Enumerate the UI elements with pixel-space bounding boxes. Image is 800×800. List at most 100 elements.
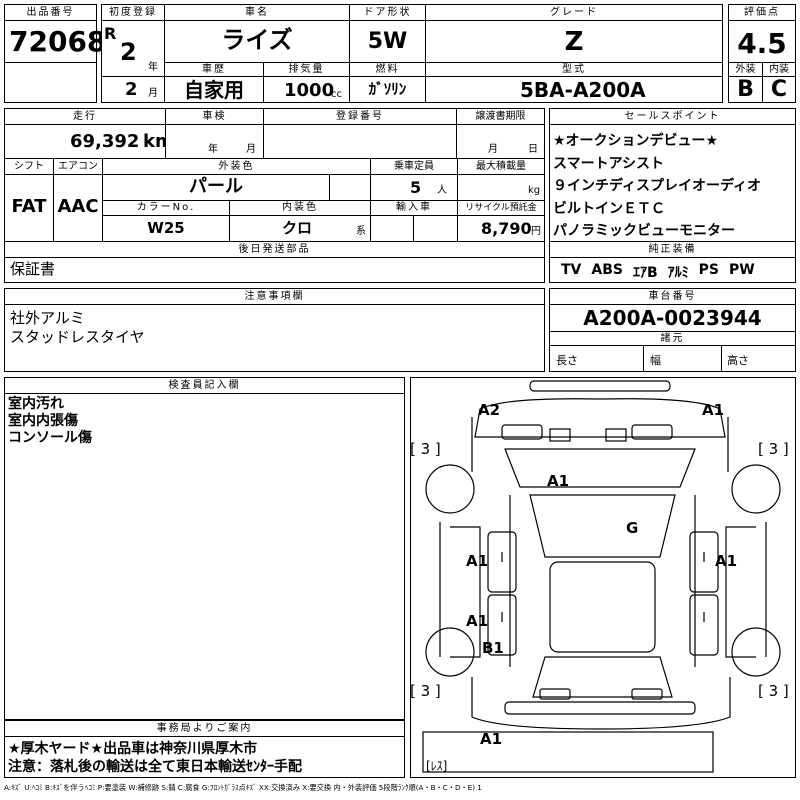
wheel-rr-shape [731,627,781,677]
first-reg-month-line [101,76,165,77]
spare-tire-shape [422,731,714,773]
model-label: 型式 [425,62,723,77]
length-label: 長さ [556,354,578,367]
first-reg-month: 2 [125,79,138,100]
mark-roof: G [626,519,638,537]
int-color-box [229,215,371,242]
ext-label: 外装 [728,62,763,77]
chassis-number: A200A-0023944 [583,306,762,330]
rear-bumper-shape [504,701,696,715]
ext-color-label: 外装色 [102,158,371,175]
sales-point-item: スマートアシスト [553,155,665,172]
ac: AAC [57,196,99,217]
lot-no-label: 出品番号 [4,4,97,21]
specs-label: 諸元 [549,331,796,346]
mileage-box [4,124,166,159]
inspection-month-unit: 月 [246,144,256,155]
lot-no-empty-box [4,62,97,103]
displacement-unit: cc [331,89,342,100]
tire-fl: [ 3 ] [410,440,441,458]
score-box [728,20,796,63]
note-line: 社外アルミ [10,309,85,327]
front-body-outline [474,398,726,438]
width-box [643,345,722,372]
grille-left-shape [549,428,571,442]
left-side-outline [439,522,481,658]
inspector-line: 室内内張傷 [8,413,78,429]
mark-left-front-door: A1 [466,552,488,570]
office-box [4,736,405,778]
office-line: ★厚木ヤード★出品車は神奈川県厚木市 [8,741,258,757]
model: 5BA-A200A [520,78,646,102]
office-label: 事務局よりご案内 [4,720,405,737]
ext-color: パール [189,176,243,197]
later-parts-label: 後日発送部品 [4,241,545,258]
transfer-label: 譲渡書期限 [456,108,545,125]
recycle-label: リサイクル預託金 [457,200,545,216]
history: 自家用 [184,78,244,102]
first-reg-month-unit: 月 [148,88,158,99]
fuel-label: 燃料 [349,62,426,77]
taillight-right-shape [631,688,663,700]
equipment-label: 純正装備 [549,241,796,258]
sales-point-item: ★オークションデビュー★ [553,133,719,149]
inspector-list: 室内汚れ 室内内張傷 コンソール傷 [8,396,92,447]
inspector-label: 検査員記入欄 [4,377,405,394]
int-grade: C [770,77,788,102]
sales-points-box [549,124,796,242]
mark-left-rear-door: A1 [466,612,488,630]
roof-shape [549,561,656,653]
chassis-label: 車台番号 [549,288,796,305]
front-bumper-shape [529,380,671,392]
taillight-left-shape [539,688,571,700]
equipment-item: TV [561,262,582,278]
later-parts: 保証書 [10,260,56,278]
wheel-fl-shape [425,464,475,514]
fuel: ｶﾞｿﾘﾝ [368,80,407,98]
car-diagram-frame [410,377,796,778]
reg-no-box [263,124,457,159]
grade: Z [564,27,584,57]
recycle: 8,790 [481,219,532,238]
inspector-line: 室内汚れ [8,396,64,412]
sales-point-item: ９インチディスプレイオーディオ [553,178,762,194]
int-label: 内装 [762,62,796,77]
width-label: 幅 [650,354,661,367]
mark-front-left: A2 [478,401,500,419]
equipment-item: PS [698,262,719,278]
load-label: 最大積載量 [457,158,545,175]
tire-rl: [ 3 ] [410,682,441,700]
right-front-door-shape [689,531,719,593]
capacity-unit: 人 [437,185,447,196]
capacity: 5 [410,178,422,197]
equipment-item: ｱﾙﾐ [667,265,689,281]
transfer-day-unit: 日 [528,144,538,155]
color-no-label: カラーNo. [102,200,230,216]
sales-point-item: パノラミックビューモニター [553,223,735,239]
equipment-item: ABS [591,262,623,278]
notes-label: 注意事項欄 [4,288,545,305]
notes-list: 社外アルミ スタッドレスタイヤ [10,309,145,347]
int-color-unit: 系 [356,226,366,237]
length-box [549,345,644,372]
hood-shape [504,448,696,488]
score: 4.5 [737,27,787,60]
car-diagram: A2 A1 A1 G A1 A1 A1 B1 A1 [ 3 ] [ 3 ] [ … [410,380,789,773]
headlight-right-shape [631,424,673,440]
recycle-box [457,215,545,242]
int-color: クロ [282,219,313,237]
mark-front-right: A1 [702,401,724,419]
office-list: ★厚木ヤード★出品車は神奈川県厚木市 注意：落札後の輸送は全て東日本輸送ｾﾝﾀｰ… [8,740,302,776]
rear-window-shape [532,656,673,698]
first-reg-year: 2 [120,38,137,66]
mark-left-rear: B1 [482,639,504,657]
wheel-rl-shape [425,627,475,677]
left-rear-door-shape [487,594,517,656]
mileage: 69,392 [70,131,140,152]
shift: FAT [11,196,47,217]
front-body-outline-2 [471,417,729,472]
first-reg-box [101,20,165,103]
transfer-box [456,124,545,159]
grille-right-shape [605,428,627,442]
height-label: 高さ [727,354,749,367]
